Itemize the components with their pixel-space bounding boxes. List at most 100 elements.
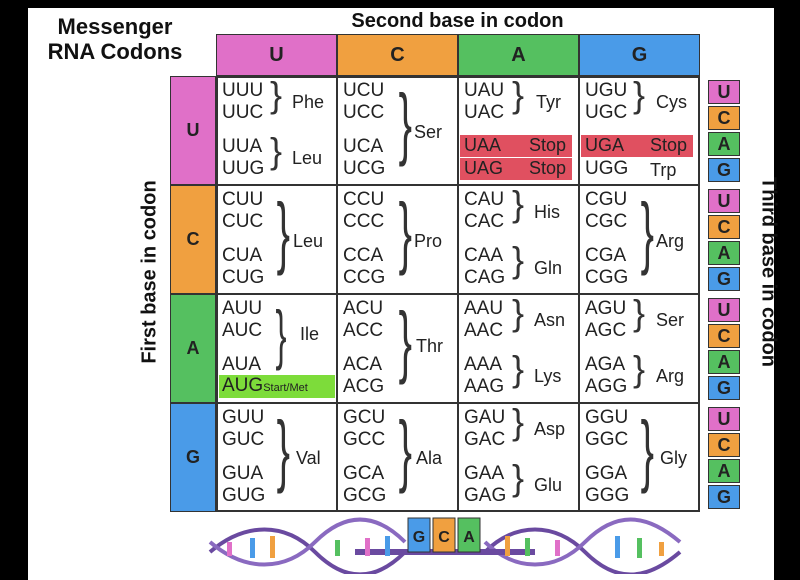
brace-icon: }: [512, 401, 525, 442]
codon-auu: AUU: [222, 298, 263, 319]
grid-divider: [170, 402, 700, 404]
amino-acid-val: Val: [296, 448, 321, 468]
codon-gua: GUA: [222, 463, 264, 484]
codon-ucg: UCG: [343, 158, 386, 179]
grid-divider: [170, 293, 700, 295]
helix-base-a: [457, 517, 481, 553]
third-base-g: G: [708, 267, 740, 291]
brace-icon: }: [398, 405, 413, 494]
codon-gag: GAG: [464, 485, 507, 506]
col-header-g: G: [579, 34, 700, 76]
row-header-c: C: [170, 185, 216, 294]
codon-uuc: UUC: [222, 102, 264, 123]
amino-acid-arg: Arg: [656, 231, 685, 251]
codon-aau: AAU: [464, 298, 504, 319]
third-base-g: G: [708, 485, 740, 509]
codon-aug: AUG: [222, 375, 264, 396]
codon-cuc: CUC: [222, 211, 264, 232]
codon-acc: ACC: [343, 320, 384, 341]
brace-icon: }: [398, 78, 413, 167]
brace-icon: }: [276, 187, 291, 276]
brace-icon: }: [270, 130, 283, 171]
codon-cau: CAU: [464, 189, 505, 210]
codon-cgc: CGC: [585, 211, 628, 232]
codon-uag: UAG: [464, 158, 504, 178]
third-base-label: Third base in codon: [757, 176, 780, 368]
start-codon-aug: AUGStart/Met: [219, 375, 335, 398]
brace-icon: }: [512, 348, 525, 389]
row-header-u: U: [170, 76, 216, 185]
row-header-g: G: [170, 403, 216, 512]
third-base-u: U: [708, 189, 740, 213]
amino-acid-gln: Gln: [534, 258, 563, 278]
base-pair: [250, 538, 255, 558]
codon-gug: GUG: [222, 485, 266, 506]
amino-acid-glu: Glu: [534, 475, 563, 495]
row-header-a: A: [170, 294, 216, 403]
codon-aag: AAG: [464, 376, 505, 397]
base-pair: [525, 538, 530, 556]
codon-aca: ACA: [343, 354, 383, 375]
codon-ggg: GGG: [585, 485, 630, 506]
brace-icon: }: [633, 74, 646, 115]
third-base-a: A: [708, 350, 740, 374]
brace-icon: }: [512, 239, 525, 280]
codon-cgu: CGU: [585, 189, 628, 210]
codon-ucc: UCC: [343, 102, 385, 123]
stop-label: Stop: [528, 135, 566, 155]
codon-gcg: GCG: [343, 485, 387, 506]
rna-helix-illustration: G C A: [208, 517, 682, 574]
stop-label: Stop: [528, 158, 566, 178]
amino-acid-pro: Pro: [414, 231, 443, 251]
third-base-c: C: [708, 215, 740, 239]
col-header-c: C: [337, 34, 458, 76]
third-base-u: U: [708, 407, 740, 431]
codon-cgg: CGG: [585, 267, 629, 288]
stop-codon-uaa: UAA Stop: [460, 135, 572, 157]
start-label: Start/Met: [263, 382, 308, 394]
brace-icon: }: [633, 348, 646, 389]
helix-strand: [208, 517, 407, 567]
codon-aga: AGA: [585, 354, 626, 375]
codon-gca: GCA: [343, 463, 385, 484]
codon-cug: CUG: [222, 267, 265, 288]
brace-icon: }: [275, 297, 287, 371]
base-pair: [227, 542, 232, 556]
brace-icon: }: [633, 292, 646, 333]
third-base-c: C: [708, 324, 740, 348]
codon-ggu: GGU: [585, 407, 629, 428]
amino-acid-lys: Lys: [534, 366, 562, 386]
brace-icon: }: [398, 296, 413, 385]
third-base-a: A: [708, 241, 740, 265]
brace-icon: }: [512, 183, 525, 224]
codon-cuu: CUU: [222, 189, 264, 210]
third-base-c: C: [708, 433, 740, 457]
diagram-title: Messenger RNA Codons: [30, 14, 200, 64]
helix-strand: [483, 517, 682, 567]
amino-acid-cys: Cys: [656, 92, 687, 112]
codon-cua: CUA: [222, 245, 263, 266]
codon-agc: AGC: [585, 320, 627, 341]
codon-uug: UUG: [222, 158, 265, 179]
codon-uac: UAC: [464, 102, 505, 123]
base-pair: [505, 536, 510, 556]
codon-ugg: UGG: [585, 158, 629, 179]
base-pair: [637, 538, 642, 558]
codon-uuu: UUU: [222, 80, 264, 101]
codon-uua: UUA: [222, 136, 263, 157]
grid-divider: [170, 184, 700, 186]
base-pair: [270, 536, 275, 558]
amino-acid-ala: Ala: [416, 448, 443, 468]
codon-ccu: CCU: [343, 189, 385, 210]
brace-icon: }: [512, 74, 525, 115]
amino-acid-arg: Arg: [656, 366, 685, 386]
amino-acid-asn: Asn: [534, 310, 566, 330]
col-header-u: U: [216, 34, 337, 76]
amino-acid-leu: Leu: [292, 148, 323, 168]
codon-ucu: UCU: [343, 80, 385, 101]
codon-aua: AUA: [222, 354, 262, 375]
codon-guu: GUU: [222, 407, 265, 428]
helix-base-g: [407, 517, 431, 553]
codon-acu: ACU: [343, 298, 384, 319]
codon-uaa: UAA: [464, 135, 502, 155]
